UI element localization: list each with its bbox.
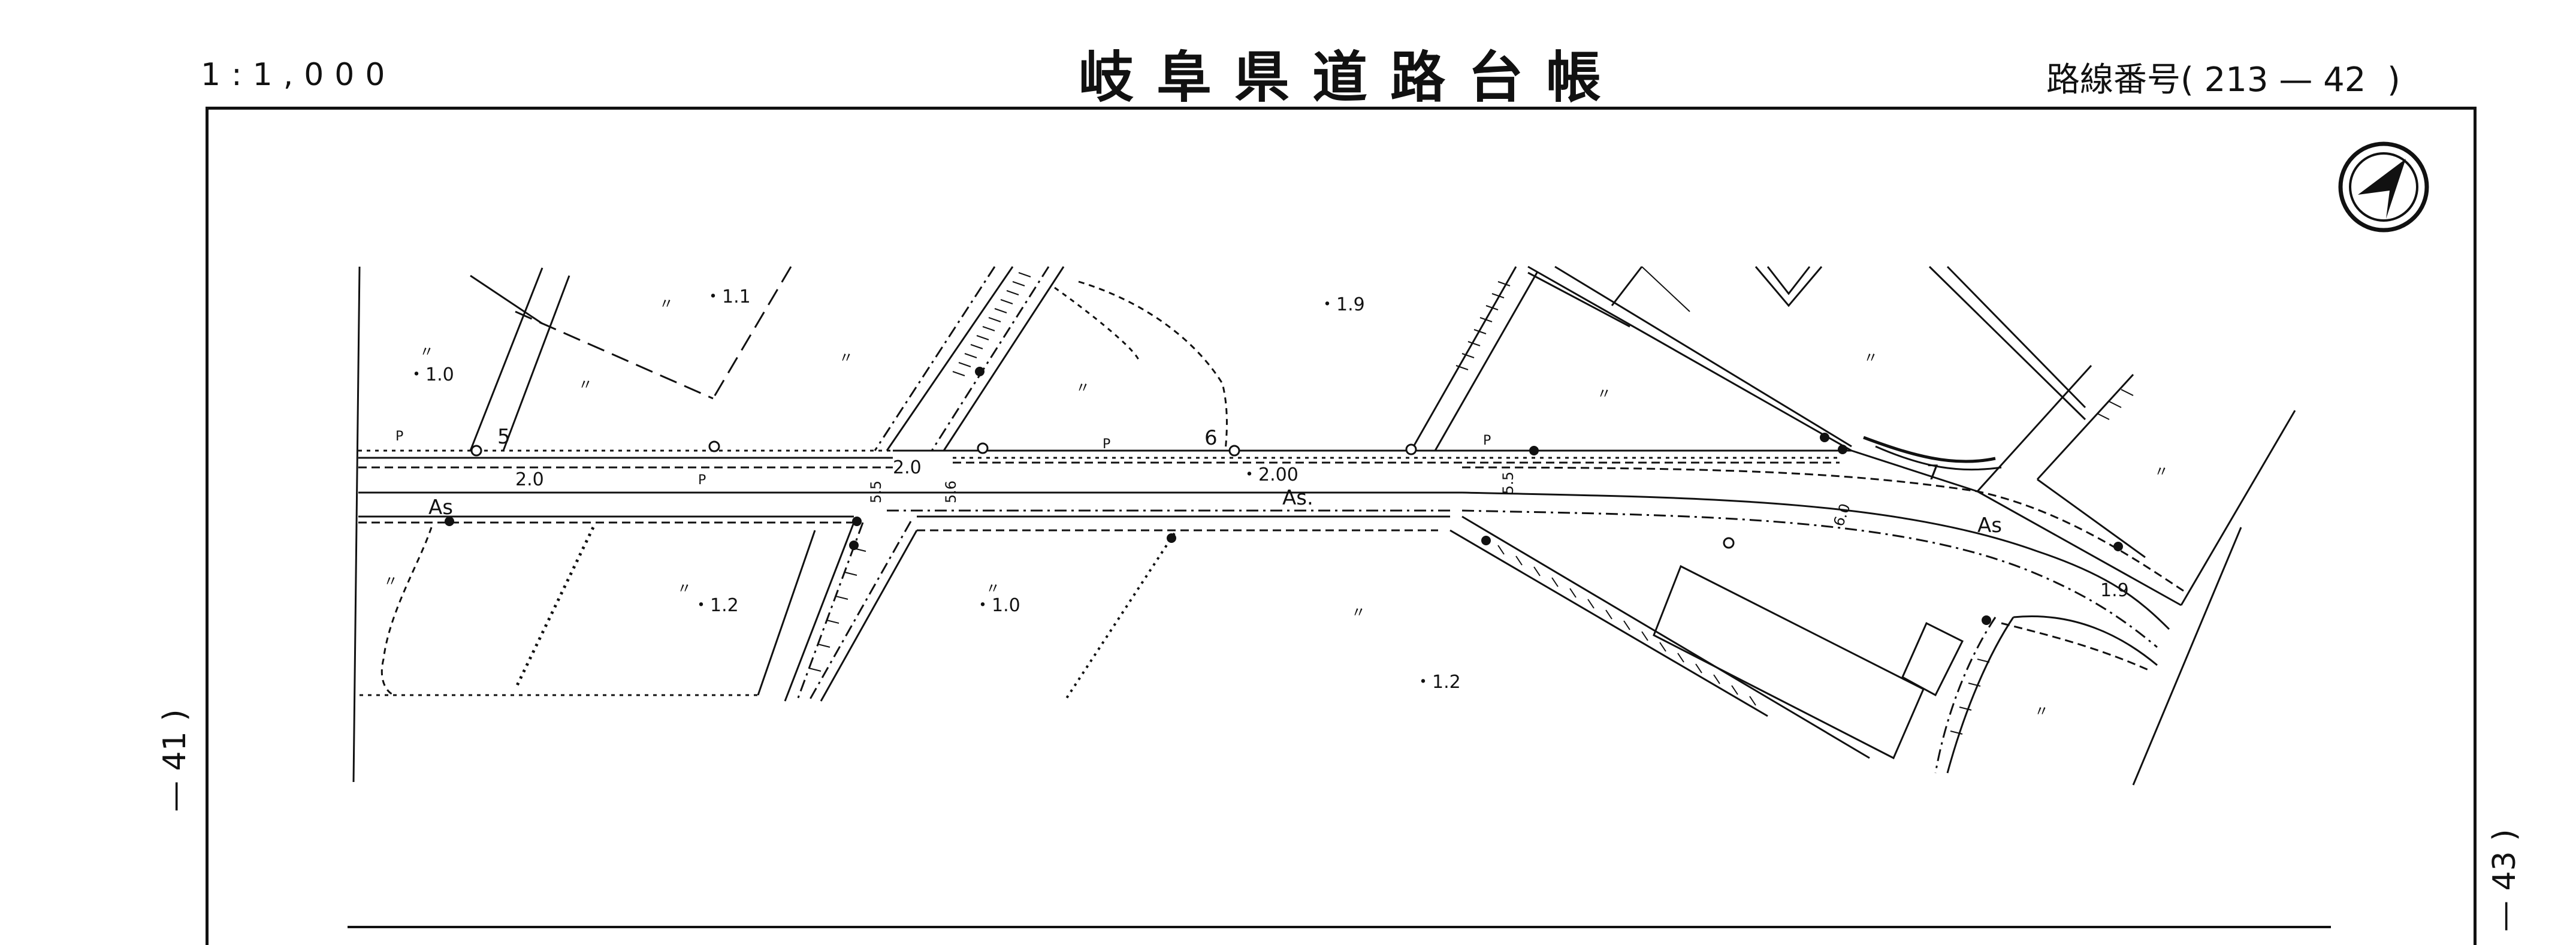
land-use-mark: 〃	[578, 376, 593, 393]
route-number-close: )	[2387, 61, 2400, 99]
width-label: 5.5	[1500, 472, 1517, 494]
route-number-label: 路線番号(	[2046, 61, 2194, 99]
map-linework	[348, 265, 2331, 928]
surface-type: As	[1977, 514, 2002, 538]
station-number: 7	[1926, 461, 1940, 485]
surface-type: As.	[1282, 486, 1313, 510]
land-use-mark: 〃	[2154, 463, 2169, 480]
pavement-mark: P	[1103, 437, 1110, 452]
width-label: 2.0	[893, 457, 922, 478]
surface-type: As	[428, 496, 453, 520]
route-number: 路線番号( 213 — 42 )	[2046, 53, 2400, 101]
elevation-label: ・1.0	[407, 364, 454, 385]
elevation-label: 1.9	[2100, 580, 2129, 601]
pavement-mark: P	[698, 473, 706, 488]
land-use-mark: 〃	[1351, 604, 1366, 621]
width-label: ・2.00	[1240, 464, 1298, 485]
map-scale: 1:1,000	[201, 57, 396, 93]
elevation-label: ・1.9	[1318, 294, 1365, 315]
map-annotations: ・1.1 ・1.0 ・1.9 ・1.2 ・1.0 ・1.2 1.9 5 6 7 …	[383, 286, 2169, 720]
north-arrow-icon	[2338, 141, 2429, 233]
elevation-label: ・1.1	[704, 286, 751, 307]
land-use-mark: 〃	[1076, 379, 1090, 396]
width-label: 6.0	[1830, 502, 1853, 529]
station-number: 6	[1204, 426, 1218, 450]
land-use-mark: 〃	[1864, 349, 1878, 366]
width-label: 5.6	[943, 481, 959, 503]
land-use-mark: 〃	[1597, 385, 1611, 402]
elevation-label: ・1.2	[1414, 672, 1461, 693]
elevation-label: ・1.0	[974, 595, 1020, 616]
slope-hatching	[808, 272, 2134, 735]
width-label: 2.0	[515, 469, 544, 490]
route-number-value: 213 — 42	[2204, 61, 2366, 99]
land-use-mark: 〃	[383, 573, 398, 590]
pavement-mark: P	[395, 429, 403, 444]
page-title: 岐阜県道路台帳	[1079, 46, 1624, 110]
pavement-mark: P	[1483, 433, 1491, 448]
land-use-mark: 〃	[677, 580, 691, 597]
width-label: 5.5	[868, 481, 884, 503]
elevation-label: ・1.2	[692, 595, 739, 616]
station-number: 5	[497, 425, 511, 449]
land-use-mark: 〃	[2034, 703, 2049, 720]
land-use-mark: 〃	[839, 349, 853, 366]
map-frame	[206, 107, 2477, 945]
land-use-mark: 〃	[659, 295, 674, 312]
land-use-mark: 〃	[419, 343, 434, 360]
survey-points	[445, 367, 2123, 625]
land-use-mark: 〃	[986, 580, 1000, 597]
utility-poles	[470, 440, 1735, 549]
